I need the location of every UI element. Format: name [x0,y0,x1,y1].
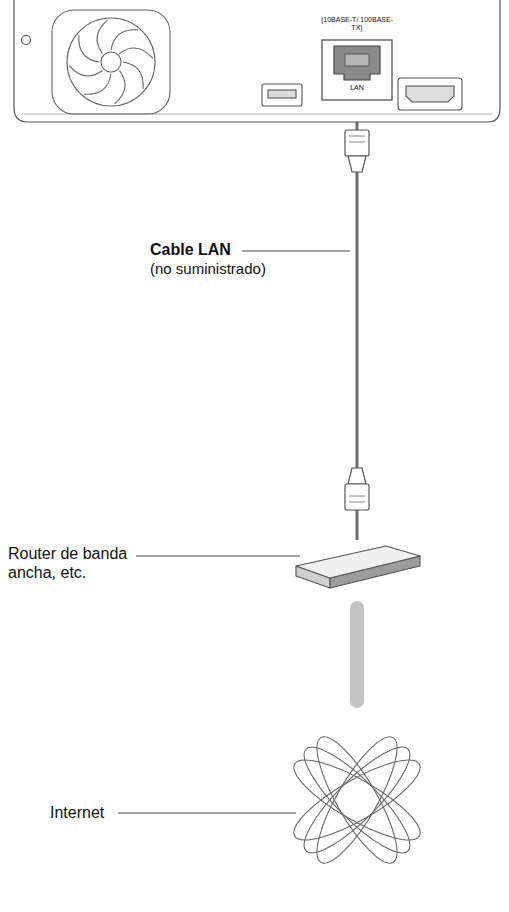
globe-orbit [292,735,422,865]
internet-link [350,608,364,701]
leader-line [242,251,350,252]
globe-orbit [304,728,411,873]
lan-cable [356,110,359,540]
internet-label: Internet [50,803,160,822]
leader-line [118,813,296,814]
fan-blade [119,48,152,58]
globe-orbit [292,735,422,865]
usb-port [262,84,302,106]
internet-cloud: Internet [287,715,427,885]
router-label: Router de banda ancha, etc. [8,544,138,582]
rj45-plug [345,130,369,172]
screw [22,36,31,45]
hdmi-port [398,78,462,110]
leader-line [136,556,300,557]
globe-orbit [285,747,430,854]
fan-blade [84,74,111,94]
globe-orbit [285,747,430,854]
cable-name: Cable LAN [150,240,231,259]
fan-blade [123,62,143,89]
port-name: LAN [320,84,394,92]
cable-note: (no suministrado) [150,260,266,278]
rj45-plug [345,468,369,510]
router [296,546,420,588]
port-spec: (10BASE-T/ 100BASE-TX) [320,16,394,33]
fan-blade [115,70,125,103]
internet-globe [285,728,430,873]
fan-blade [97,20,107,53]
fan-blade [69,66,102,76]
fan-grille [52,10,170,114]
lan-port-box: (10BASE-T/ 100BASE-TX) LAN [320,14,394,110]
fan-blade [79,35,99,62]
fan-blade [111,30,138,50]
router-box: Router de banda ancha, etc. [292,540,422,594]
device-rear-panel [14,0,500,122]
globe-orbit [304,728,411,873]
